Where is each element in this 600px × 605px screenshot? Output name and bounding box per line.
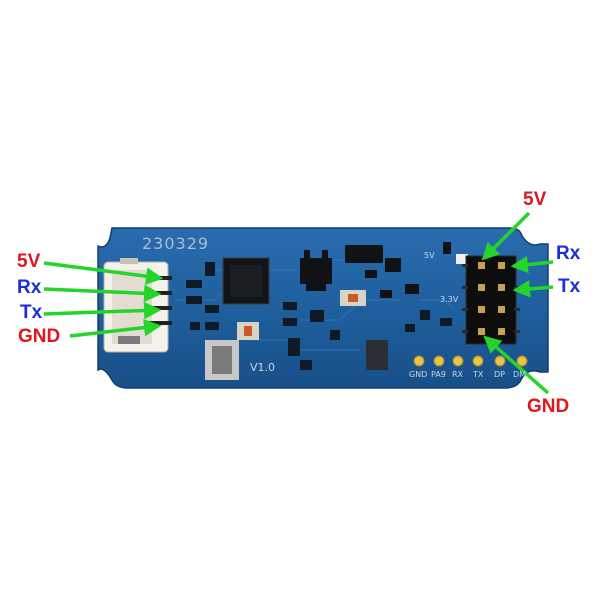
date-code: 230329	[142, 234, 210, 253]
callout-left-rx: Rx	[17, 277, 42, 298]
mcu-chip	[222, 257, 270, 305]
callout-left-5v: 5V	[17, 251, 41, 272]
smd-components-mid	[205, 302, 452, 380]
pad-label-gnd: GND	[409, 370, 428, 379]
pad-label-pa9: PA9	[431, 370, 446, 379]
callout-left-tx: Tx	[20, 302, 43, 323]
callout-arrows	[43, 211, 554, 395]
callout-right-5v: 5V	[523, 189, 547, 210]
callout-right-rx: Rx	[556, 243, 581, 264]
led-indicators	[237, 290, 366, 340]
callout-left-gnd: GND	[18, 326, 61, 347]
gold-pads	[413, 355, 528, 367]
smd-diode	[443, 242, 451, 254]
pad-label-dm: DM	[513, 370, 527, 379]
silk-3v3: 3.3V	[440, 295, 459, 304]
silk-5v: 5V	[424, 251, 435, 260]
regulator-ic	[300, 245, 419, 298]
callout-right-tx: Tx	[558, 276, 581, 297]
smd-components-left	[186, 262, 219, 330]
pad-label-rx: RX	[452, 370, 464, 379]
callout-right-gnd: GND	[527, 396, 570, 417]
version-label: V1.0	[250, 361, 276, 374]
status-led	[456, 254, 468, 264]
pad-label-tx: TX	[473, 370, 484, 379]
pad-label-dp: DP	[494, 370, 505, 379]
pin-header	[462, 255, 520, 345]
